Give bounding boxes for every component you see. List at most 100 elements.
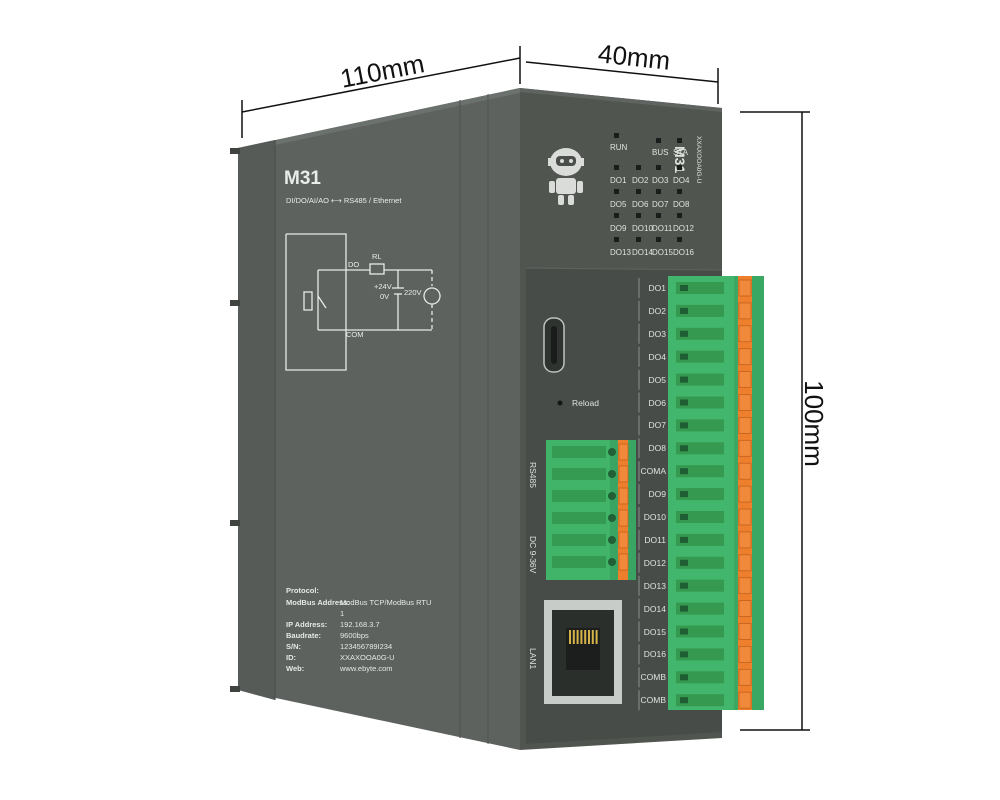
ethernet-pin <box>569 630 571 644</box>
rs485-terminal-hole <box>608 492 616 500</box>
terminal-release-lever[interactable] <box>738 577 752 595</box>
sta-led-label: STA <box>673 148 688 157</box>
spec-value: 9600bps <box>340 631 369 640</box>
terminal-wire-hole <box>680 697 688 704</box>
terminal-release-lever[interactable] <box>738 462 752 480</box>
ethernet-pin <box>572 630 575 644</box>
rs485-terminal-hole <box>608 536 616 544</box>
rs485-terminal-slot[interactable] <box>552 446 606 458</box>
terminal-wire-hole <box>680 285 688 291</box>
spec-row: Baudrate:9600bps <box>286 631 369 640</box>
terminal-release-lever[interactable] <box>738 371 752 389</box>
terminal-release-lever[interactable] <box>738 394 752 411</box>
spec-key: Web: <box>286 664 305 673</box>
terminal-wire-hole <box>680 307 688 314</box>
rs485-terminal-slot[interactable] <box>552 556 606 568</box>
spec-row: ModBus Address:ModBus TCP/ModBus RTU <box>286 598 431 607</box>
spec-row: S/N:123456789I234 <box>286 642 392 651</box>
terminal-release-lever[interactable] <box>738 325 752 343</box>
terminal-wire-hole <box>680 422 688 429</box>
terminal-wire-hole <box>680 559 688 566</box>
height-dimension-label: 100mm <box>798 380 829 467</box>
terminal-release-lever[interactable] <box>738 600 752 617</box>
terminal-release-lever[interactable] <box>738 531 752 549</box>
rs485-terminal-lever[interactable] <box>618 443 629 461</box>
terminal-release-lever[interactable] <box>738 508 752 526</box>
do-led-label: DO6 <box>632 200 649 209</box>
spec-row: 1 <box>286 609 344 618</box>
reload-label: Reload <box>572 398 599 408</box>
terminal-label: COMB <box>640 695 667 706</box>
rs485-terminal-lever[interactable] <box>618 531 629 549</box>
rs485-terminal-slot[interactable] <box>552 534 606 546</box>
terminal-release-lever[interactable] <box>738 691 752 709</box>
ethernet-port[interactable] <box>544 600 622 704</box>
terminal-wire-hole <box>680 628 688 635</box>
terminal-label: COMB <box>640 672 667 683</box>
terminal-wire-hole <box>680 376 688 383</box>
do-led-label: DO5 <box>610 200 627 209</box>
terminal-label: DO3 <box>648 328 666 339</box>
terminal-release-lever[interactable] <box>738 646 752 663</box>
terminal-label: DO8 <box>648 443 666 454</box>
status-led <box>677 138 682 143</box>
rs485-terminal-slot[interactable] <box>552 490 606 502</box>
ethernet-pin <box>595 630 598 644</box>
terminal-release-lever[interactable] <box>738 668 752 686</box>
spec-row: ID:XXAXOOA0G-U <box>286 653 395 662</box>
spec-value: ModBus TCP/ModBus RTU <box>340 598 432 607</box>
housing-top-edge <box>238 88 524 152</box>
interfaces: RS485 / Ethernet <box>343 196 402 205</box>
spec-key: Protocol: <box>286 586 319 595</box>
spec-key: ID: <box>286 653 296 662</box>
wiring-com-label: COM <box>346 330 364 339</box>
rs485-terminal-slot[interactable] <box>552 512 606 524</box>
wiring-diagram <box>285 233 441 371</box>
terminal-label: DO16 <box>643 649 666 660</box>
terminal-label: COMA <box>640 466 667 477</box>
terminal-release-lever[interactable] <box>738 416 752 434</box>
terminal-wire-hole <box>680 468 688 475</box>
rs485-terminal-slot[interactable] <box>552 468 606 480</box>
rs485-terminal-hole <box>608 514 616 522</box>
terminal-wire-hole <box>680 514 688 520</box>
terminal-label: DO15 <box>643 626 666 637</box>
do-led-label: DO12 <box>673 224 694 233</box>
model-name: M31 <box>284 168 321 189</box>
terminal-release-lever[interactable] <box>738 623 752 640</box>
terminal-release-lever[interactable] <box>738 279 752 297</box>
terminal-label: DO6 <box>648 397 666 408</box>
do-led <box>677 213 682 218</box>
rs485-terminal-lever[interactable] <box>618 509 629 527</box>
terminal-label: DO2 <box>648 305 666 316</box>
terminal-label: DO4 <box>648 351 666 362</box>
run-led-label: RUN <box>610 143 628 152</box>
rs485-label: RS485 <box>528 462 538 488</box>
terminal-release-lever[interactable] <box>738 485 752 503</box>
housing-side <box>238 88 520 750</box>
rs485-terminal-lever[interactable] <box>618 553 629 571</box>
rs485-terminal-hole <box>608 470 616 478</box>
bus-led-label: BUS <box>652 148 669 157</box>
do-led <box>636 213 641 218</box>
terminal-wire-hole <box>680 330 688 337</box>
spec-value: www.ebyte.com <box>340 664 393 673</box>
terminal-wire-hole <box>680 605 688 612</box>
terminal-release-lever[interactable] <box>738 439 752 457</box>
wiring-rl-label: RL <box>372 252 382 261</box>
terminal-release-lever[interactable] <box>738 554 752 572</box>
do-led-label: DO3 <box>652 176 669 185</box>
do-led-label: DO11 <box>652 224 673 233</box>
terminal-release-lever[interactable] <box>738 302 752 320</box>
do-led <box>614 237 619 242</box>
rs485-terminal-lever[interactable] <box>618 465 629 483</box>
dc-power-label: DC 9-36V <box>528 536 538 574</box>
reload-button[interactable] <box>557 400 563 406</box>
rs485-terminal-hole <box>608 448 616 456</box>
do-led <box>656 213 661 218</box>
dimension-lines <box>241 46 810 731</box>
terminal-wire-hole <box>680 582 688 589</box>
rs485-terminal-lever[interactable] <box>618 487 629 505</box>
terminal-release-lever[interactable] <box>738 348 752 366</box>
